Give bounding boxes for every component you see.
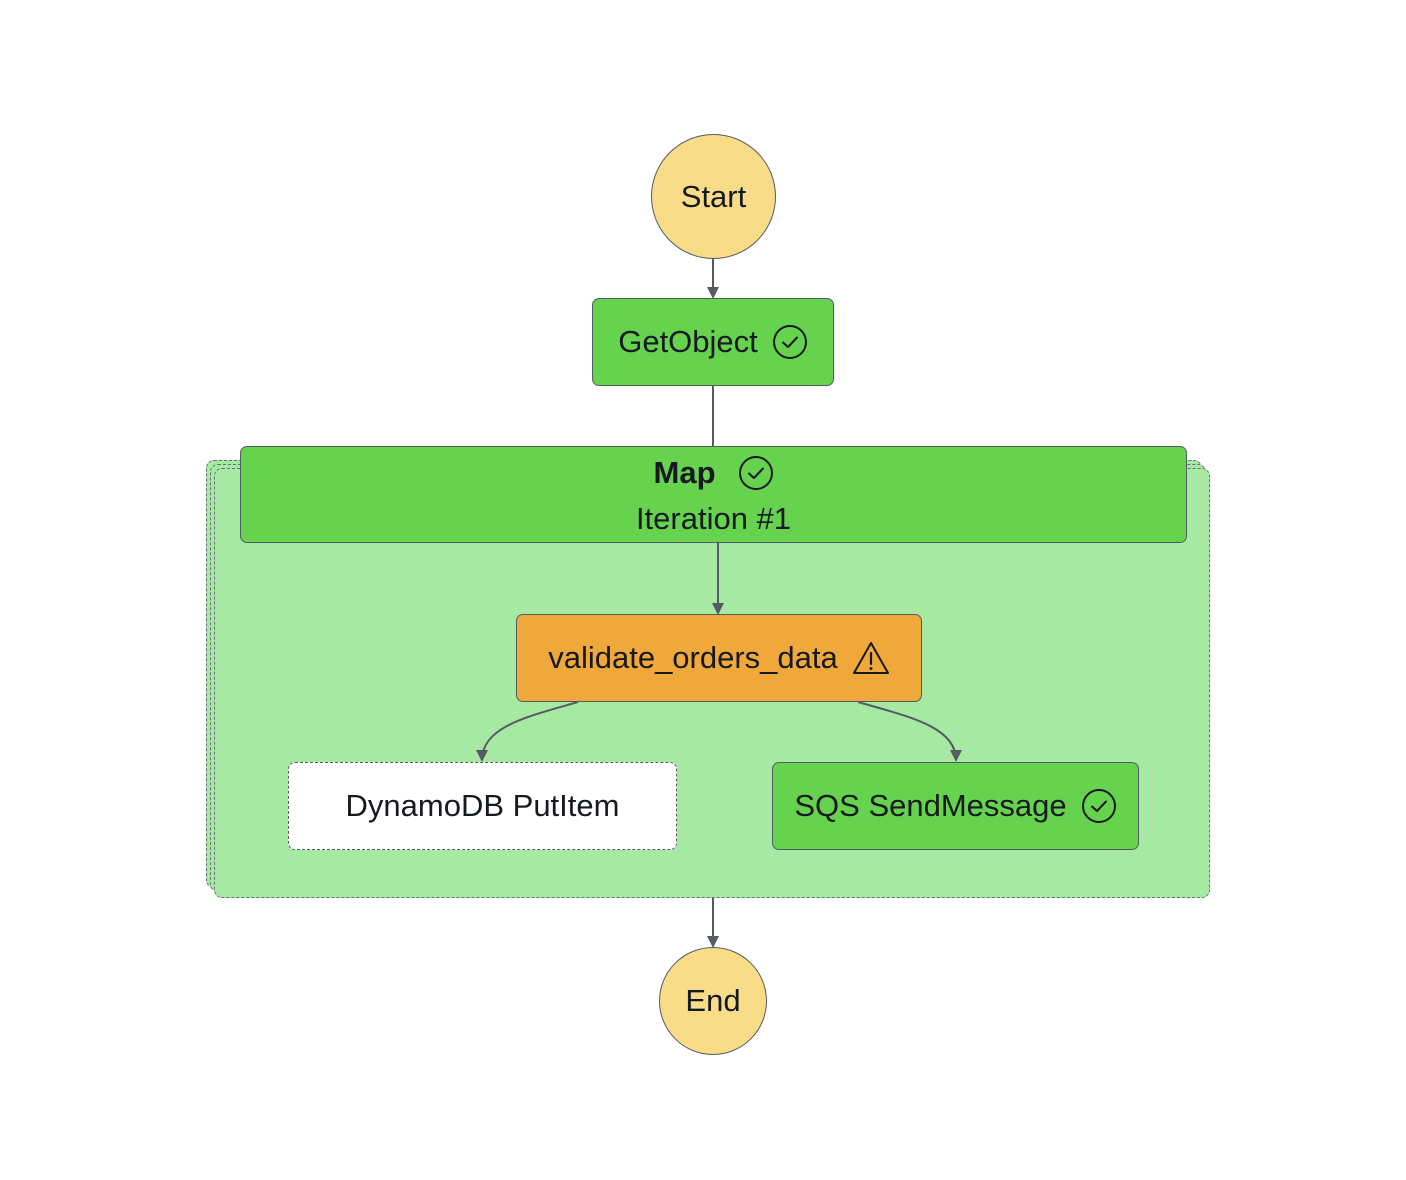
getobject-state[interactable]: GetObject [592,298,834,386]
validate-orders-data-state[interactable]: validate_orders_data [516,614,922,702]
map-label: Map [653,455,716,490]
start-label: Start [680,178,747,214]
start-node[interactable]: Start [651,134,776,259]
getobject-label: GetObject [618,324,758,359]
end-label: End [685,983,741,1018]
dynamodb-putitem-state[interactable]: DynamoDB PutItem [288,762,677,850]
warning-triangle-icon [852,640,890,676]
dynamodb-label: DynamoDB PutItem [345,788,620,823]
check-circle-icon [772,324,808,360]
end-node[interactable]: End [659,947,767,1055]
map-state[interactable]: Map Iteration #1 [240,446,1187,543]
edge-validate-to-dynamodb [476,701,579,762]
validate-label: validate_orders_data [548,640,838,675]
edge-validate-to-sqs [857,701,962,762]
check-circle-icon [1081,788,1117,824]
check-circle-icon [738,455,774,491]
map-iteration-label: Iteration #1 [635,501,792,536]
sqs-label: SQS SendMessage [794,788,1067,823]
sqs-sendmessage-state[interactable]: SQS SendMessage [772,762,1139,850]
